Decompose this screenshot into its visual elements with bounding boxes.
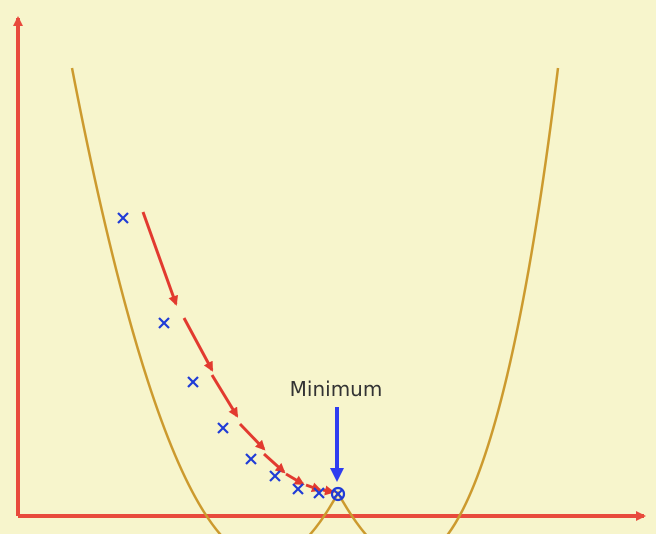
iteration-points <box>117 212 325 499</box>
step-arrow <box>238 422 266 451</box>
x-marker-icon <box>292 483 304 495</box>
step-arrow <box>182 317 214 372</box>
cost-curve <box>70 67 560 534</box>
x-marker-icon <box>158 317 170 329</box>
descent-step-arrows <box>141 211 335 496</box>
circled-x-icon <box>330 486 346 502</box>
minimum-label: Minimum <box>290 377 383 401</box>
x-marker-icon <box>187 376 199 388</box>
x-marker-icon <box>313 487 325 499</box>
step-arrow <box>262 452 286 474</box>
step-arrow <box>305 482 322 493</box>
step-arrow <box>141 211 179 306</box>
axes <box>13 16 646 521</box>
x-marker-icon <box>117 212 129 224</box>
x-marker-icon <box>245 453 257 465</box>
x-marker-icon <box>269 470 281 482</box>
step-arrow <box>285 472 305 486</box>
x-marker-icon <box>217 422 229 434</box>
step-arrow <box>210 374 239 418</box>
